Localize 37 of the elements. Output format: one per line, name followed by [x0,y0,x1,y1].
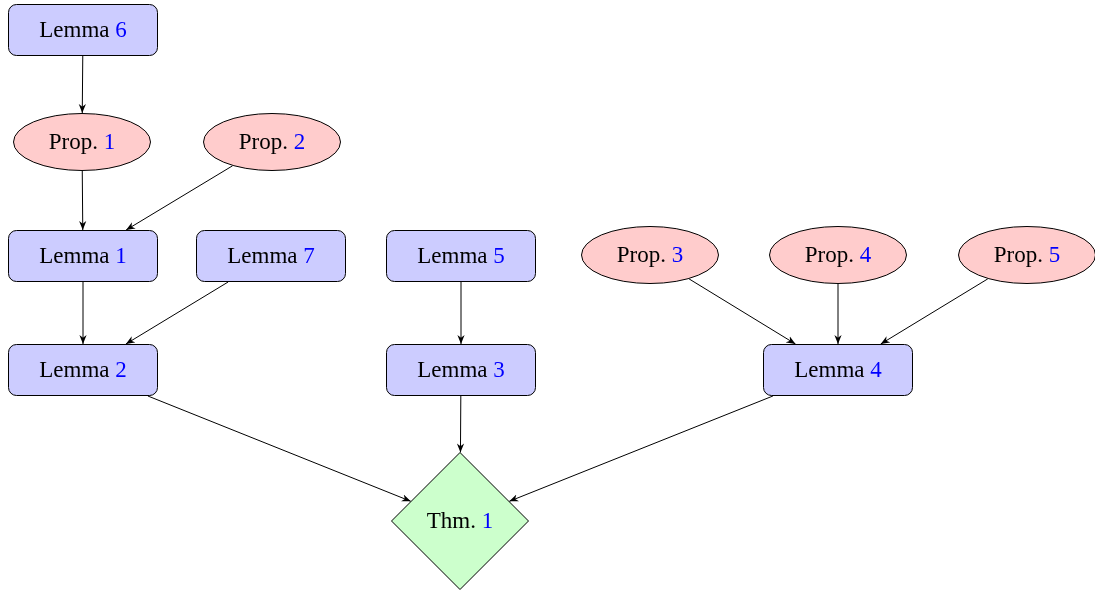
lemma-box [386,230,536,282]
arrow [78,55,86,114]
arrow [79,170,87,231]
node-label: Prop. 4 [804,242,872,268]
proposition-ellipse [581,226,719,284]
node-label: Thm. 1 [426,508,494,534]
arrow [125,281,229,345]
lemma-box [8,4,158,56]
theorem-diamond [391,452,529,590]
node-label: Lemma 2 [39,357,127,383]
node-label: Lemma 5 [417,243,505,269]
node-label: Prop. 1 [48,129,116,155]
arrow [688,278,796,345]
lemma-box [386,344,536,396]
node-label: Lemma 3 [417,357,505,383]
arrow [79,281,87,345]
arrow [834,283,842,345]
arrow [880,278,989,345]
lemma-box [196,230,346,282]
arrow [457,281,465,345]
lemma-box [8,230,158,282]
arrow [125,165,234,231]
arrow [456,395,465,453]
lemma-box [763,344,913,396]
node-label: Prop. 5 [993,242,1061,268]
proposition-ellipse [769,226,907,284]
node-label: Prop. 3 [616,242,684,268]
node-label: Lemma 1 [39,243,127,269]
lemma-box [8,344,158,396]
arrow [147,395,412,502]
node-label: Lemma 7 [227,243,315,269]
proposition-ellipse [203,113,341,171]
node-label: Lemma 6 [39,17,127,43]
node-label: Lemma 4 [794,357,882,383]
node-label: Prop. 2 [238,129,306,155]
arrow [508,395,774,502]
proposition-ellipse [13,113,151,171]
